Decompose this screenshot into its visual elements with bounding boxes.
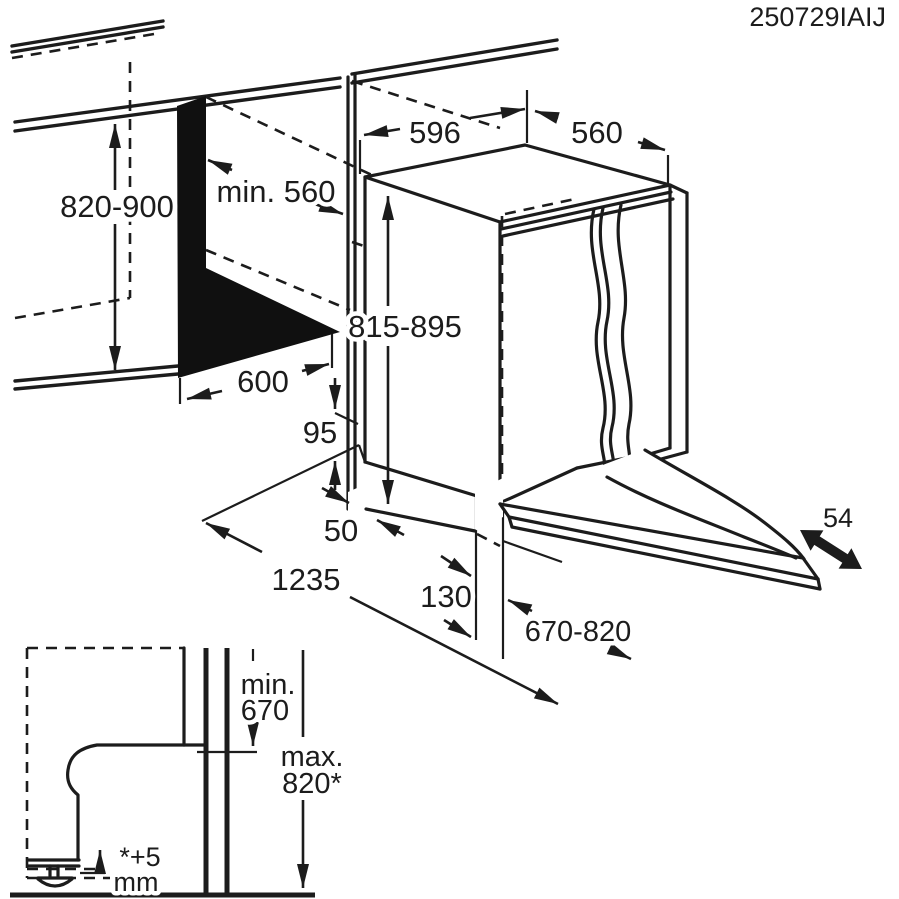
detail-foot-note-2: mm — [114, 867, 159, 897]
detail-inset — [10, 646, 315, 898]
door-tear-top — [643, 448, 806, 561]
dimension-lines — [109, 90, 862, 706]
dim-label-cabinet-height: 820-900 — [60, 189, 174, 224]
door-wave-2 — [598, 206, 616, 471]
panel-foot-bracket — [348, 484, 366, 516]
front-foot-bracket — [475, 478, 503, 531]
door-wave-1 — [589, 207, 607, 472]
door-tear-bottom — [605, 475, 798, 560]
dim-label-door-height: 670-820 — [525, 616, 631, 648]
dim-label-niche-depth: min. 560 — [217, 174, 336, 209]
drawing-code: 250729IAIJ — [749, 2, 886, 32]
niche-shadow — [177, 96, 340, 378]
detail-max-label: max. — [281, 741, 344, 773]
door-wave-3 — [616, 203, 633, 468]
furniture-door-panel — [498, 448, 822, 591]
dim-label-niche-width: 600 — [237, 364, 289, 399]
detail-min-label: min. — [241, 669, 296, 701]
dim-label-appliance-width: 596 — [409, 115, 461, 150]
door-thickness-arrow — [800, 530, 862, 569]
dim-label-door-thickness: 54 — [823, 503, 853, 533]
detail-max-value: 820* — [282, 768, 342, 800]
dim-label-rear-clearance: 95 — [303, 415, 337, 450]
detail-min-value: 670 — [241, 695, 289, 727]
cabinet-worktop — [10, 19, 559, 516]
dim-label-front-clearance: 1235 — [272, 562, 341, 597]
dim-label-appliance-depth: 560 — [571, 115, 623, 150]
detail-foot-note-1: *+5 — [119, 842, 160, 872]
dishwasher — [363, 143, 689, 533]
dim-label-side-gap: 50 — [324, 513, 358, 548]
dim-label-plinth-recess: 130 — [420, 579, 472, 614]
dim-label-appliance-height: 815-895 — [348, 309, 462, 344]
labels: 250729IAIJ 820-900 min. 560 596 560 815-… — [56, 0, 891, 899]
